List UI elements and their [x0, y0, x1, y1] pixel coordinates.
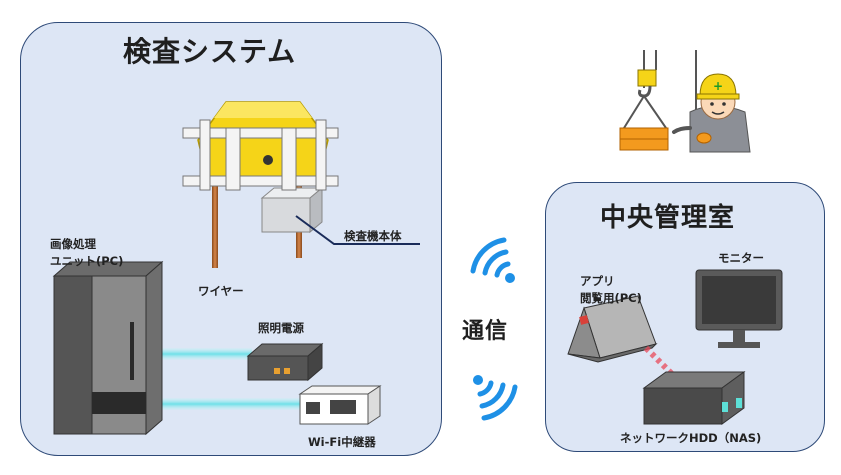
monitor-label: モニター: [718, 251, 764, 265]
lighting-power-icon: [246, 342, 324, 382]
wifi-signal-top-icon: [470, 237, 515, 283]
image-unit-label-line1: 画像処理: [50, 237, 96, 251]
nas-label: ネットワークHDD（NAS): [620, 431, 762, 445]
worker-icon: +: [672, 50, 751, 153]
inspection-body-label: 検査機本体: [344, 229, 402, 243]
wifi-repeater-icon: [298, 385, 382, 425]
wire-label: ワイヤー: [198, 284, 244, 298]
app-pc-icon: [567, 295, 658, 363]
link-lighting-icon: [140, 348, 252, 360]
central-room-title: 中央管理室: [600, 203, 736, 233]
svg-text:+: +: [713, 79, 723, 93]
wifi-repeater-label: Wi-Fi中継器: [308, 435, 376, 449]
monitor-icon: [695, 269, 783, 348]
pc-tower-icon: [52, 260, 164, 436]
app-pc-label-line1: アプリ: [580, 274, 615, 288]
lighting-power-label: 照明電源: [258, 321, 304, 335]
nas-icon: [642, 371, 746, 425]
wifi-signal-bottom-icon: [473, 375, 518, 421]
image-unit-label-line2: ユニット(PC): [50, 254, 124, 268]
app-pc-label-line2: 閲覧用(PC): [580, 291, 642, 305]
link-wifi-repeater-icon: [140, 398, 300, 410]
communication-label: 通信: [462, 319, 509, 344]
inspection-device-icon: [182, 101, 339, 234]
inspection-system-title: 検査システム: [123, 35, 297, 68]
crane-crate-icon: [619, 50, 669, 151]
